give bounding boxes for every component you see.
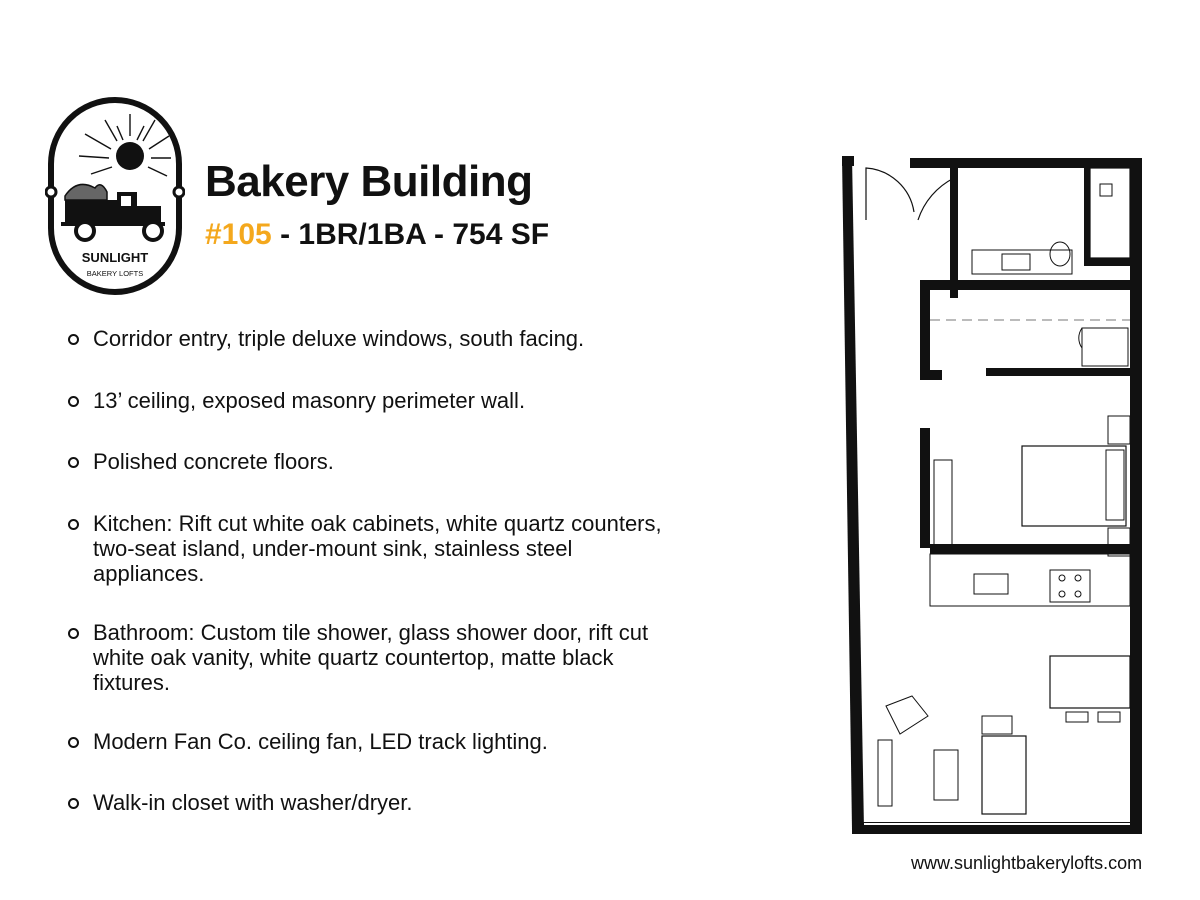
logo-badge: SUNLIGHT BAKERY LOFTS [44, 97, 186, 295]
feature-text: Corridor entry, triple deluxe windows, s… [93, 326, 585, 351]
unit-subtitle: #105 - 1BR/1BA - 754 SF [205, 220, 549, 250]
bullet-icon [68, 396, 79, 407]
bullet-icon [68, 334, 79, 345]
bullet-icon [68, 457, 79, 468]
bullet-icon [68, 737, 79, 748]
logo-name: SUNLIGHT [82, 250, 149, 265]
floor-plan [836, 150, 1152, 854]
list-item: Kitchen: Rift cut white oak cabinets, wh… [68, 511, 688, 586]
bullet-icon [68, 628, 79, 639]
list-item: Polished concrete floors. [68, 449, 688, 474]
sunlight-bakery-lofts-logo: SUNLIGHT BAKERY LOFTS [44, 96, 186, 296]
feature-text: 13’ ceiling, exposed masonry perimeter w… [93, 388, 526, 413]
feature-text: Polished concrete floors. [93, 449, 334, 474]
truck-icon [61, 183, 165, 242]
title-block: Bakery Building #105 - 1BR/1BA - 754 SF [205, 160, 549, 250]
bullet-icon [68, 519, 79, 530]
list-item: Walk-in closet with washer/dryer. [68, 790, 688, 815]
unit-number: #105 [205, 218, 272, 251]
website-link[interactable]: www.sunlightbakerylofts.com [911, 853, 1143, 873]
list-item: Bathroom: Custom tile shower, glass show… [68, 620, 688, 695]
list-item: Corridor entry, triple deluxe windows, s… [68, 326, 688, 351]
logo-tagline: BAKERY LOFTS [87, 269, 143, 278]
floor-plan-drawing [842, 156, 1142, 834]
list-item: Modern Fan Co. ceiling fan, LED track li… [68, 729, 688, 754]
bullet-icon [68, 798, 79, 809]
sun-icon [116, 142, 144, 170]
feature-text: Modern Fan Co. ceiling fan, LED track li… [93, 729, 548, 754]
unit-details: - 1BR/1BA - 754 SF [271, 218, 550, 251]
feature-text: Bathroom: Custom tile shower, glass show… [93, 620, 649, 695]
feature-text: Kitchen: Rift cut white oak cabinets, wh… [93, 511, 662, 586]
list-item: 13’ ceiling, exposed masonry perimeter w… [68, 388, 688, 413]
feature-text: Walk-in closet with washer/dryer. [93, 790, 413, 815]
feature-list: Corridor entry, triple deluxe windows, s… [68, 326, 688, 852]
building-title: Bakery Building [205, 157, 533, 206]
